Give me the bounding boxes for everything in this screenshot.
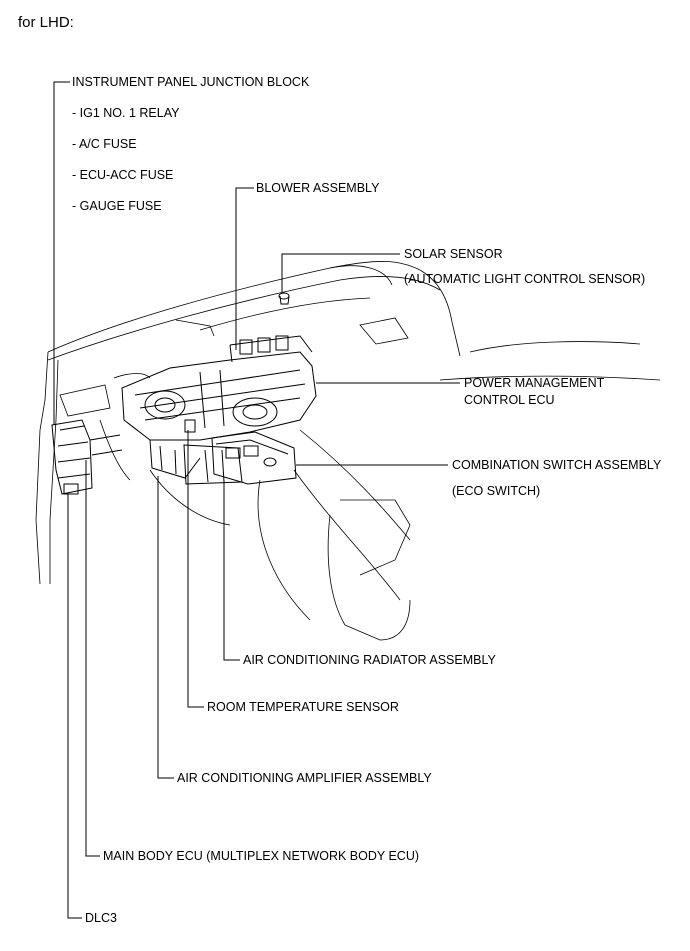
label-air-conditioning-radiator-assembly: AIR CONDITIONING RADIATOR ASSEMBLY xyxy=(243,653,496,667)
label-control-ecu: CONTROL ECU xyxy=(464,393,555,407)
label-power-management: POWER MANAGEMENT xyxy=(464,376,605,390)
label-ecu-acc-fuse: - ECU-ACC FUSE xyxy=(72,168,174,182)
label-ig1-no1-relay: - IG1 NO. 1 RELAY xyxy=(72,106,180,120)
label-main-body-ecu: MAIN BODY ECU (MULTIPLEX NETWORK BODY EC… xyxy=(103,849,420,863)
diagram-title: for LHD: xyxy=(18,14,74,31)
label-instrument-panel-junction-block: INSTRUMENT PANEL JUNCTION BLOCK xyxy=(72,75,310,89)
label-ac-fuse: - A/C FUSE xyxy=(72,137,137,151)
label-gauge-fuse: - GAUGE FUSE xyxy=(72,199,162,213)
label-dlc3: DLC3 xyxy=(85,911,117,925)
label-air-conditioning-amplifier-assembly: AIR CONDITIONING AMPLIFIER ASSEMBLY xyxy=(177,771,432,785)
label-automatic-light-control-sensor: (AUTOMATIC LIGHT CONTROL SENSOR) xyxy=(404,272,646,286)
label-solar-sensor: SOLAR SENSOR xyxy=(404,247,503,261)
label-eco-switch: (ECO SWITCH) xyxy=(452,484,541,498)
label-room-temperature-sensor: ROOM TEMPERATURE SENSOR xyxy=(207,700,399,714)
label-blower-assembly: BLOWER ASSEMBLY xyxy=(256,181,380,195)
label-combination-switch-assembly: COMBINATION SWITCH ASSEMBLY xyxy=(452,458,662,472)
